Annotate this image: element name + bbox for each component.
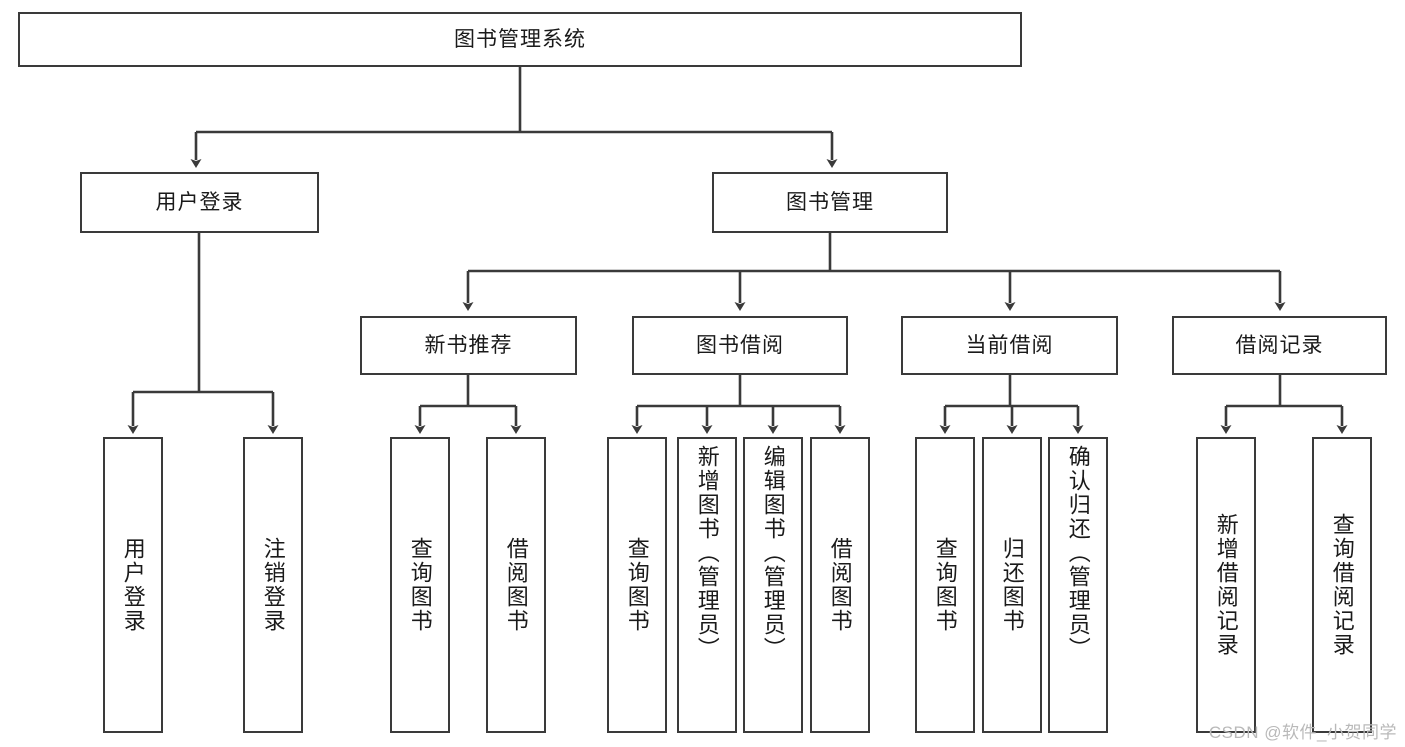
watermark-text: CSDN @软件_小贺同学 [1208,723,1397,742]
leaf-book-borrow-borrow-book[interactable]: 借阅图书 [810,437,870,733]
leaf-book-borrow-query-book[interactable]: 查询图书 [607,437,667,733]
leaf-user-login-logout[interactable]: 注销登录 [243,437,303,733]
node-current-borrow[interactable]: 当前借阅 [901,316,1118,375]
node-book-management[interactable]: 图书管理 [712,172,948,233]
node-label: 借阅记录 [1235,333,1324,357]
leaf-new-book-borrow-book[interactable]: 借阅图书 [486,437,546,733]
node-label: 编辑图书（管理员） [760,445,786,661]
leaf-current-borrow-confirm-return-admin[interactable]: 确认归还（管理员） [1048,437,1108,733]
node-borrow-record[interactable]: 借阅记录 [1172,316,1387,375]
node-label: 归还图书 [999,537,1025,633]
node-label: 图书借阅 [696,333,784,357]
node-label: 查询图书 [624,537,650,633]
node-label: 新书推荐 [424,333,513,357]
node-label: 借阅图书 [503,537,529,633]
node-label: 借阅图书 [827,537,853,633]
node-label: 新增借阅记录 [1213,513,1239,657]
node-label: 查询图书 [932,537,958,633]
node-new-book-recommend[interactable]: 新书推荐 [360,316,577,375]
leaf-current-borrow-query-book[interactable]: 查询图书 [915,437,975,733]
node-book-borrow[interactable]: 图书借阅 [632,316,848,375]
node-label: 确认归还（管理员） [1065,445,1091,661]
node-label: 图书管理系统 [454,27,586,51]
leaf-borrow-record-query-record[interactable]: 查询借阅记录 [1312,437,1372,733]
node-label: 当前借阅 [965,333,1054,357]
leaf-book-borrow-edit-book-admin[interactable]: 编辑图书（管理员） [743,437,803,733]
node-label: 查询图书 [407,537,433,633]
node-label: 图书管理 [786,190,874,214]
node-label: 新增图书（管理员） [694,445,720,661]
node-user-login[interactable]: 用户登录 [80,172,319,233]
leaf-user-login-login[interactable]: 用户登录 [103,437,163,733]
leaf-current-borrow-return-book[interactable]: 归还图书 [982,437,1042,733]
node-label: 注销登录 [260,537,286,633]
node-label: 用户登录 [155,190,244,214]
leaf-new-book-query-book[interactable]: 查询图书 [390,437,450,733]
node-label: 用户登录 [120,537,146,633]
node-root-book-management-system[interactable]: 图书管理系统 [18,12,1022,67]
node-label: 查询借阅记录 [1329,513,1355,657]
leaf-borrow-record-add-record[interactable]: 新增借阅记录 [1196,437,1256,733]
leaf-book-borrow-add-book-admin[interactable]: 新增图书（管理员） [677,437,737,733]
